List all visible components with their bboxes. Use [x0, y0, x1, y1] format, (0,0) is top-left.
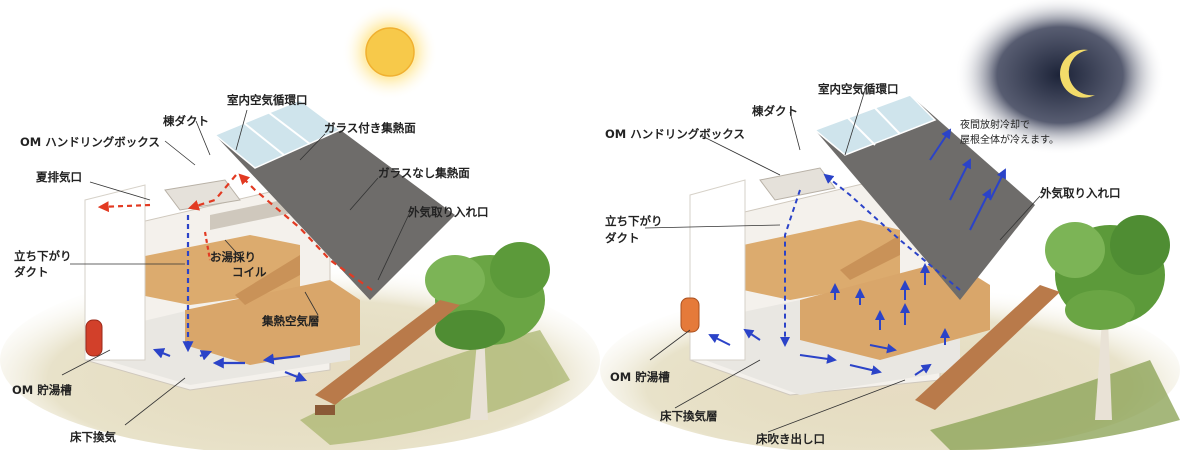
label-hot-water-coil-1: お湯採り	[210, 250, 256, 264]
night-sky	[955, 0, 1165, 155]
label-outside-air-intake: 外気取り入れ口	[408, 205, 489, 219]
label-indoor-circulation: 室内空気循環口	[818, 82, 899, 96]
sun-icon	[365, 27, 415, 77]
house-cutaway	[84, 99, 460, 415]
tree-icon	[425, 242, 550, 420]
handling-box	[164, 179, 241, 211]
deck	[315, 300, 460, 405]
tree-icon	[1045, 215, 1170, 420]
night-airflow	[708, 128, 1006, 376]
label-ridge-duct: 棟ダクト	[163, 114, 209, 128]
label-handling-box: OM ハンドリングボックス	[20, 135, 160, 149]
moon-icon	[1060, 49, 1095, 98]
night-panel	[600, 0, 1180, 450]
grass-slope	[300, 330, 570, 445]
label-radiative-cooling-1: 夜間放射冷却で	[960, 120, 1030, 131]
label-floor-outlet: 床吹き出し口	[756, 432, 825, 446]
label-down-duct-1: 立ち下がり	[14, 249, 72, 263]
label-outside-air-intake: 外気取り入れ口	[1040, 186, 1121, 200]
label-underfloor-ventilation-layer: 床下換気層	[660, 409, 718, 423]
label-down-duct-2: ダクト	[605, 231, 640, 245]
label-down-duct-1: 立ち下がり	[605, 214, 663, 228]
storage-tank	[85, 319, 103, 357]
roof	[815, 95, 1035, 300]
label-handling-box: OM ハンドリングボックス	[605, 127, 745, 141]
handling-box	[759, 167, 836, 201]
grass-slope	[930, 360, 1180, 450]
day-airflow	[97, 173, 373, 382]
label-indoor-circulation: 室内空気循環口	[227, 93, 308, 107]
label-ridge-duct: 棟ダクト	[752, 104, 798, 118]
label-hot-water-coil-2: コイル	[232, 265, 267, 279]
label-storage-tank: OM 貯湯槽	[12, 383, 72, 397]
label-storage-tank: OM 貯湯槽	[610, 370, 670, 384]
label-non-glass-collector: ガラスなし集熱面	[378, 166, 470, 180]
storage-tank	[680, 297, 700, 333]
glass-roof	[213, 99, 342, 169]
day-panel	[0, 4, 600, 450]
label-down-duct-2: ダクト	[14, 265, 49, 279]
label-glass-collector: ガラス付き集熱面	[324, 121, 416, 135]
day-leader-lines	[61, 109, 411, 426]
label-summer-exhaust: 夏排気口	[36, 170, 82, 184]
label-radiative-cooling-2: 屋根全体が冷えます。	[960, 135, 1059, 146]
label-collector-air-layer: 集熱空気層	[262, 314, 320, 328]
deck	[915, 285, 1060, 410]
label-underfloor-ventilation: 床下換気	[70, 430, 116, 444]
night-leader-lines	[644, 89, 1041, 433]
glass-roof	[813, 94, 937, 156]
